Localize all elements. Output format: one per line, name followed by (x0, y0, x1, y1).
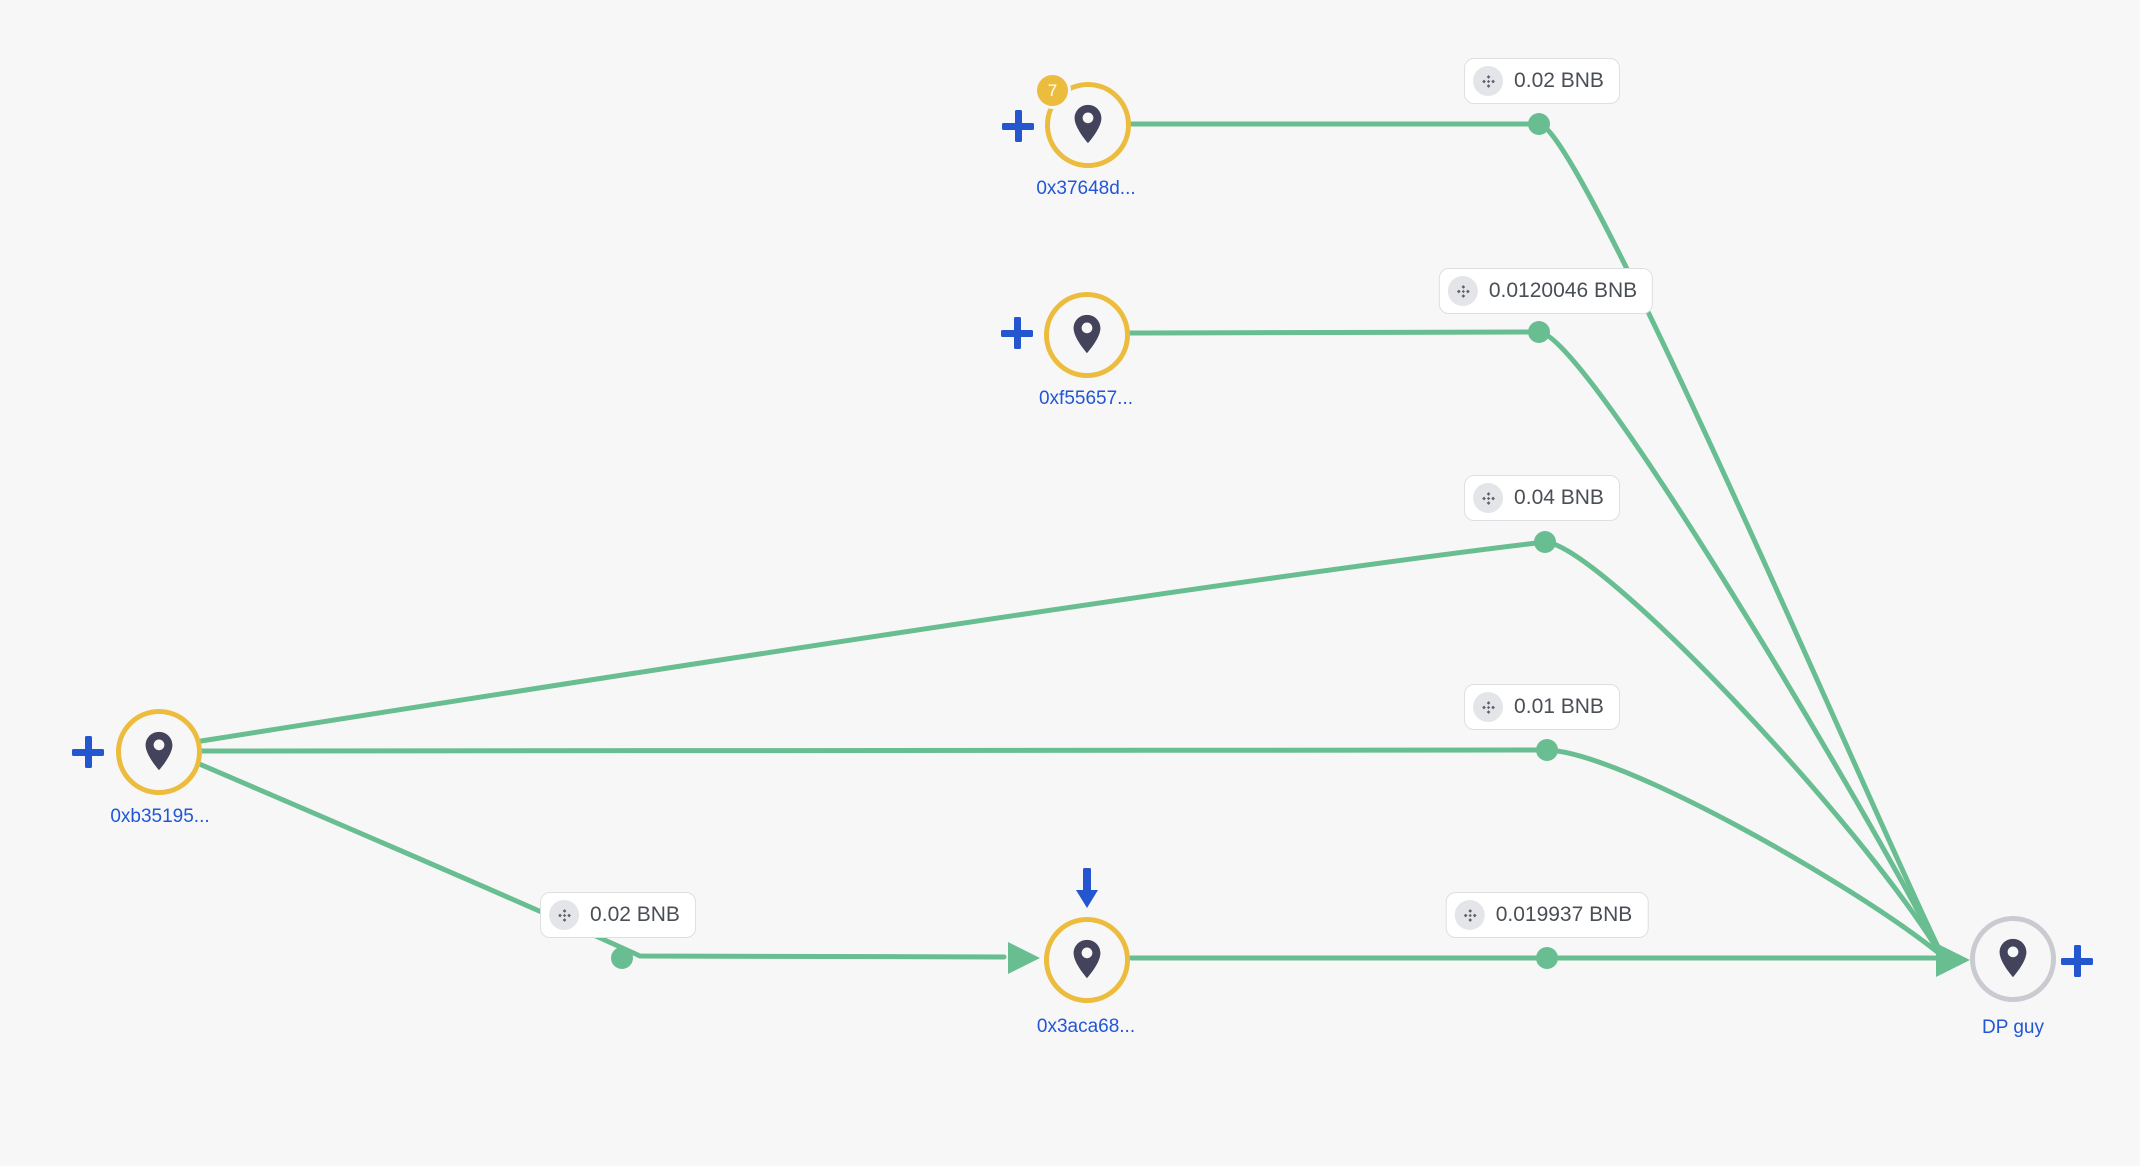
node-dp-guy[interactable] (1970, 916, 2056, 1002)
location-pin-icon (1999, 938, 2027, 978)
edge-arrowhead-into-0x3aca68 (1008, 942, 1040, 974)
node-label-0x37648d[interactable]: 0x37648d... (1036, 178, 1136, 199)
edge-midpoint-dot[interactable] (1534, 531, 1556, 553)
expand-left-button-0xf55657[interactable] (1001, 317, 1033, 349)
node-0xf55657[interactable] (1044, 292, 1130, 378)
amount-chip[interactable]: 0.019937 BNB (1445, 892, 1649, 938)
edge-midpoint-dot[interactable] (1528, 113, 1550, 135)
amount-chip[interactable]: 0.04 BNB (1464, 475, 1620, 521)
tx-count-badge: 7 (1037, 75, 1068, 106)
node-0x3aca68[interactable] (1044, 917, 1130, 1003)
expand-left-button-0x37648d[interactable] (1002, 110, 1034, 142)
node-label-dp-guy[interactable]: DP guy (1982, 1017, 2044, 1038)
edge-midpoint-dot[interactable] (1528, 321, 1550, 343)
location-pin-icon (145, 731, 173, 771)
edge-line-0xb35195-dpguy-004 (198, 539, 1942, 955)
amount-chip[interactable]: 0.01 BNB (1464, 684, 1620, 730)
bnb-diamond-icon (1473, 483, 1504, 513)
amount-text: 0.01 BNB (1514, 695, 1604, 718)
bnb-diamond-icon (1473, 692, 1504, 722)
edge-arrowhead-into-dpguy (1936, 943, 1970, 977)
bnb-diamond-icon (1454, 900, 1485, 930)
amount-text: 0.0120046 BNB (1488, 279, 1638, 302)
amount-chip[interactable]: 0.02 BNB (540, 892, 696, 938)
edge-line-0x37648d-dpguy (1126, 121, 1943, 954)
edge-line-0xb35195-0x3aca68 (194, 760, 1007, 960)
node-label-0x3aca68[interactable]: 0x3aca68... (1036, 1016, 1136, 1037)
edge-midpoint-dot[interactable] (611, 947, 633, 969)
location-pin-icon (1074, 104, 1102, 144)
expand-right-button-dp-guy[interactable] (2061, 945, 2093, 977)
location-pin-icon (1073, 314, 1101, 354)
bnb-diamond-icon (1447, 276, 1478, 306)
expand-left-button-0xb35195[interactable] (72, 736, 104, 768)
node-label-0xf55657[interactable]: 0xf55657... (1038, 388, 1134, 409)
node-0xb35195[interactable] (116, 709, 202, 795)
amount-text: 0.04 BNB (1514, 486, 1604, 509)
edge-line-0xb35195-dpguy-001 (199, 747, 1943, 957)
amount-chip[interactable]: 0.02 BNB (1464, 58, 1620, 104)
amount-text: 0.019937 BNB (1495, 903, 1633, 926)
amount-text: 0.02 BNB (590, 903, 680, 926)
node-label-0xb35195[interactable]: 0xb35195... (110, 806, 210, 827)
amount-text: 0.02 BNB (1514, 69, 1604, 92)
arrow-down-icon (1076, 868, 1098, 908)
edge-midpoint-dot[interactable] (1536, 947, 1558, 969)
bnb-diamond-icon (1473, 66, 1504, 96)
location-pin-icon (1073, 939, 1101, 979)
amount-chip[interactable]: 0.0120046 BNB (1438, 268, 1654, 314)
edge-midpoint-dot[interactable] (1536, 739, 1558, 761)
edge-line-0xf55657-dpguy (1125, 329, 1942, 954)
bnb-diamond-icon (549, 900, 580, 930)
